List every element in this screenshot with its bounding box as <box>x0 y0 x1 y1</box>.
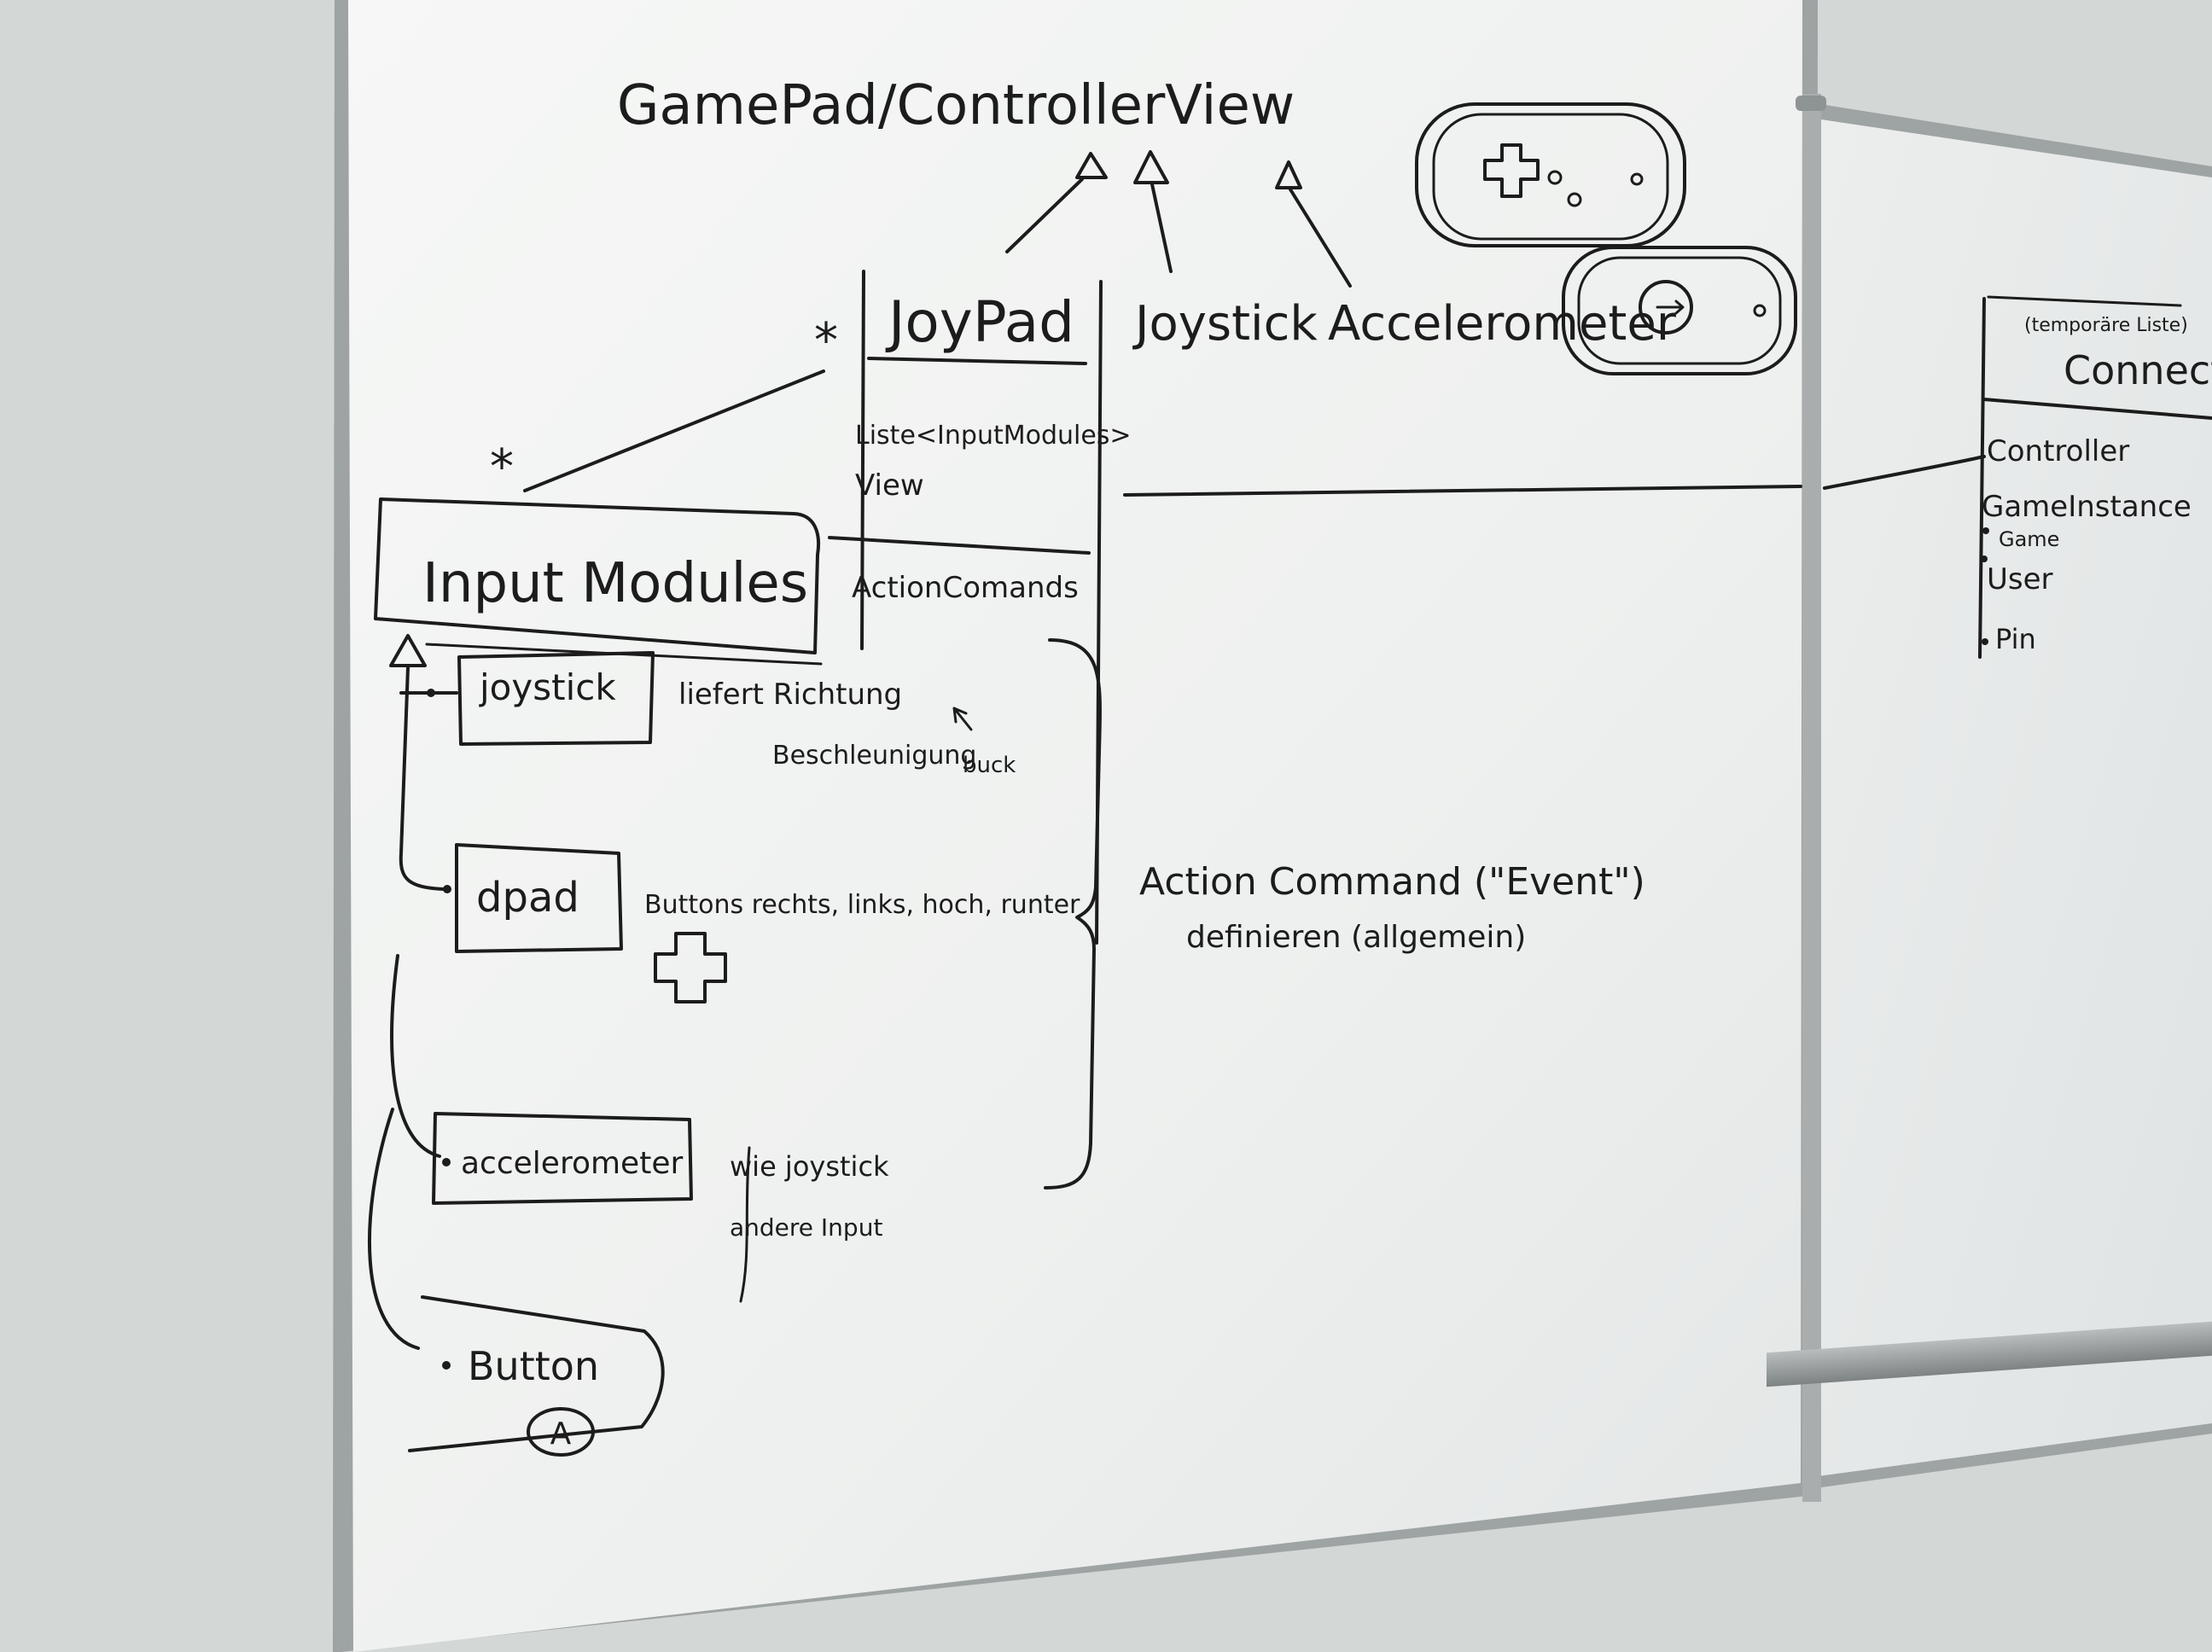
connection-attribute-gameinstance: GameInstance <box>1982 490 2192 524</box>
joypad-attribute-view: View <box>855 468 924 503</box>
joystick-module-box <box>427 651 655 746</box>
action-brace <box>1044 638 1102 1190</box>
joystick-module-note-3: buck <box>963 753 1016 778</box>
accelerometer-module-note-2: andere Input <box>730 1213 882 1242</box>
joypad-method-actioncommands: ActionComands <box>852 571 1079 605</box>
dpad-module-label: dpad <box>476 874 579 922</box>
connection-attribute-game: Game <box>1999 527 2059 551</box>
button-module-box <box>408 1295 665 1457</box>
gamepad-sketch-icon <box>1415 102 1686 247</box>
joystick-module-label: joystick <box>479 666 616 708</box>
connection-class-name: Connection <box>2064 347 2212 393</box>
joypad-attribute-list: Liste<InputModules> <box>855 421 1132 451</box>
board-hinge-top <box>1796 96 1826 111</box>
connection-class-box <box>1978 295 2212 659</box>
accelerometer-module-box <box>432 1112 751 1303</box>
joystick-superclass-label: Joystick <box>1132 296 1318 352</box>
connection-attribute-user: User <box>1987 562 2053 596</box>
action-command-line-1: Action Command ("Event") <box>1139 860 1645 904</box>
association-line <box>523 369 825 492</box>
dpad-module-box <box>443 843 727 1003</box>
button-module-label: Button <box>468 1343 599 1389</box>
multiplicity-joypad: * <box>814 313 838 369</box>
whiteboard-main <box>333 0 1818 1652</box>
connection-attribute-controller: Controller <box>1987 434 2129 468</box>
marker-tray <box>1767 1321 2212 1387</box>
multiplicity-input: * <box>490 439 514 495</box>
button-a-icon: A <box>550 1416 572 1451</box>
inheritance-arrows <box>1005 150 1352 288</box>
joypad-class-name: JoyPad <box>885 289 1074 355</box>
joypad-connection-line-right <box>1823 455 1986 490</box>
joystick-module-note-1: liefert Richtung <box>678 678 902 712</box>
input-modules-hierarchy <box>367 634 458 1350</box>
joystick-module-note-2: Beschleunigung <box>772 741 976 771</box>
whiteboard-right <box>1767 94 2212 1502</box>
accelerometer-module-label: accelerometer <box>461 1146 683 1181</box>
connection-attribute-pin: Pin <box>1995 623 2036 655</box>
joypad-connection-line <box>1123 485 1802 497</box>
note-arrow <box>952 707 973 731</box>
connection-stereotype: (temporäre Liste) <box>2024 315 2188 336</box>
dpad-module-note: Buttons rechts, links, hoch, runter <box>644 890 1080 920</box>
joystick-pad-sketch-icon <box>1562 246 1797 375</box>
action-command-line-2: definieren (allgemein) <box>1186 920 1526 955</box>
input-modules-title: Input Modules <box>422 552 808 615</box>
diagram-title: GamePad/ControllerView <box>617 74 1295 137</box>
accelerometer-superclass-label: Accelerometer <box>1328 296 1677 352</box>
accelerometer-module-note-1: wie joystick <box>730 1150 889 1183</box>
